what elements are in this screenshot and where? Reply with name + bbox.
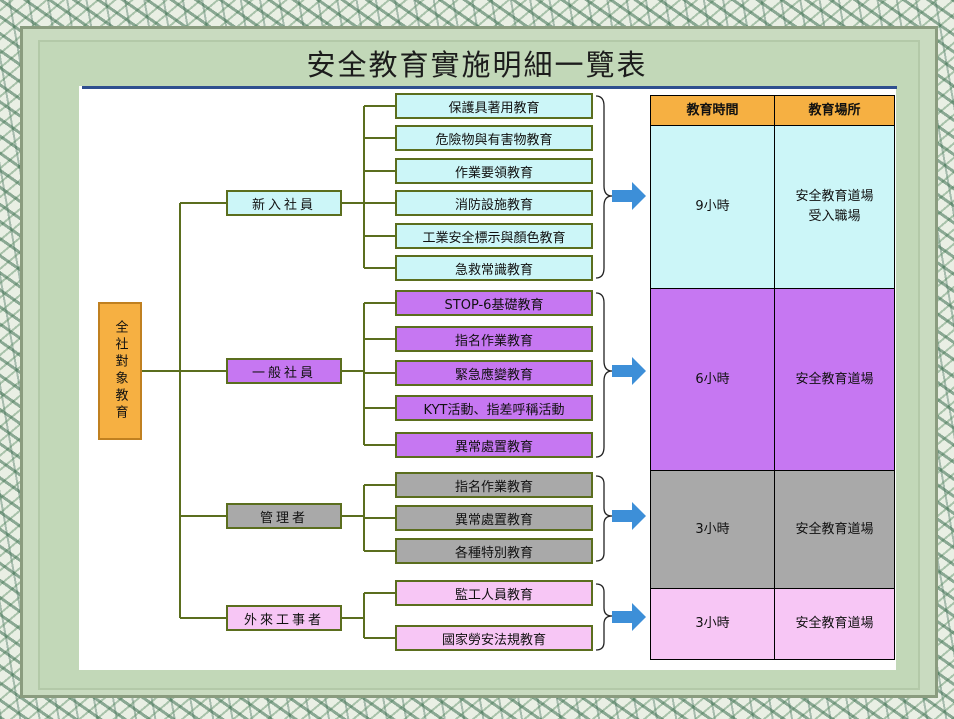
title-underline [82, 86, 897, 89]
item-general-5: 異常處置教育 [395, 432, 593, 458]
right-arrow-icon [612, 357, 646, 385]
item-general-4: KYT活動、指差呼稱活動 [395, 395, 593, 421]
place-new-employees: 安全教育道場 受入職場 [774, 125, 895, 289]
item-contractor-1: 監工人員教育 [395, 580, 593, 606]
group-managers: 管理者 [226, 503, 342, 529]
group-new-employees: 新入社員 [226, 190, 342, 216]
right-arrow-icon [612, 182, 646, 210]
root-box-all-staff: 全社對象教育 [98, 302, 142, 440]
header-education-time: 教育時間 [650, 95, 775, 126]
item-general-2: 指名作業教育 [395, 326, 593, 352]
item-manager-3: 各種特別教育 [395, 538, 593, 564]
item-new-5: 工業安全標示與顏色教育 [395, 223, 593, 249]
item-contractor-2: 國家勞安法規教育 [395, 625, 593, 651]
time-new-employees: 9小時 [650, 125, 775, 289]
group-contractors: 外來工事者 [226, 605, 342, 631]
item-manager-2: 異常處置教育 [395, 505, 593, 531]
page-title: 安全教育實施明細一覽表 [306, 48, 648, 82]
time-general-employees: 6小時 [650, 288, 775, 471]
item-manager-1: 指名作業教育 [395, 472, 593, 498]
item-new-2: 危險物與有害物教育 [395, 125, 593, 151]
time-managers: 3小時 [650, 470, 775, 589]
place-contractors: 安全教育道場 [774, 588, 895, 660]
place-general-employees: 安全教育道場 [774, 288, 895, 471]
time-contractors: 3小時 [650, 588, 775, 660]
item-new-6: 急救常識教育 [395, 255, 593, 281]
right-arrow-icon [612, 502, 646, 530]
item-new-1: 保護具著用教育 [395, 93, 593, 119]
group-general-employees: 一般社員 [226, 358, 342, 384]
place-managers: 安全教育道場 [774, 470, 895, 589]
item-general-1: STOP-6基礎教育 [395, 290, 593, 316]
right-arrow-icon [612, 603, 646, 631]
item-new-3: 作業要領教育 [395, 158, 593, 184]
item-general-3: 緊急應變教育 [395, 360, 593, 386]
item-new-4: 消防設施教育 [395, 190, 593, 216]
header-education-place: 教育場所 [774, 95, 895, 126]
